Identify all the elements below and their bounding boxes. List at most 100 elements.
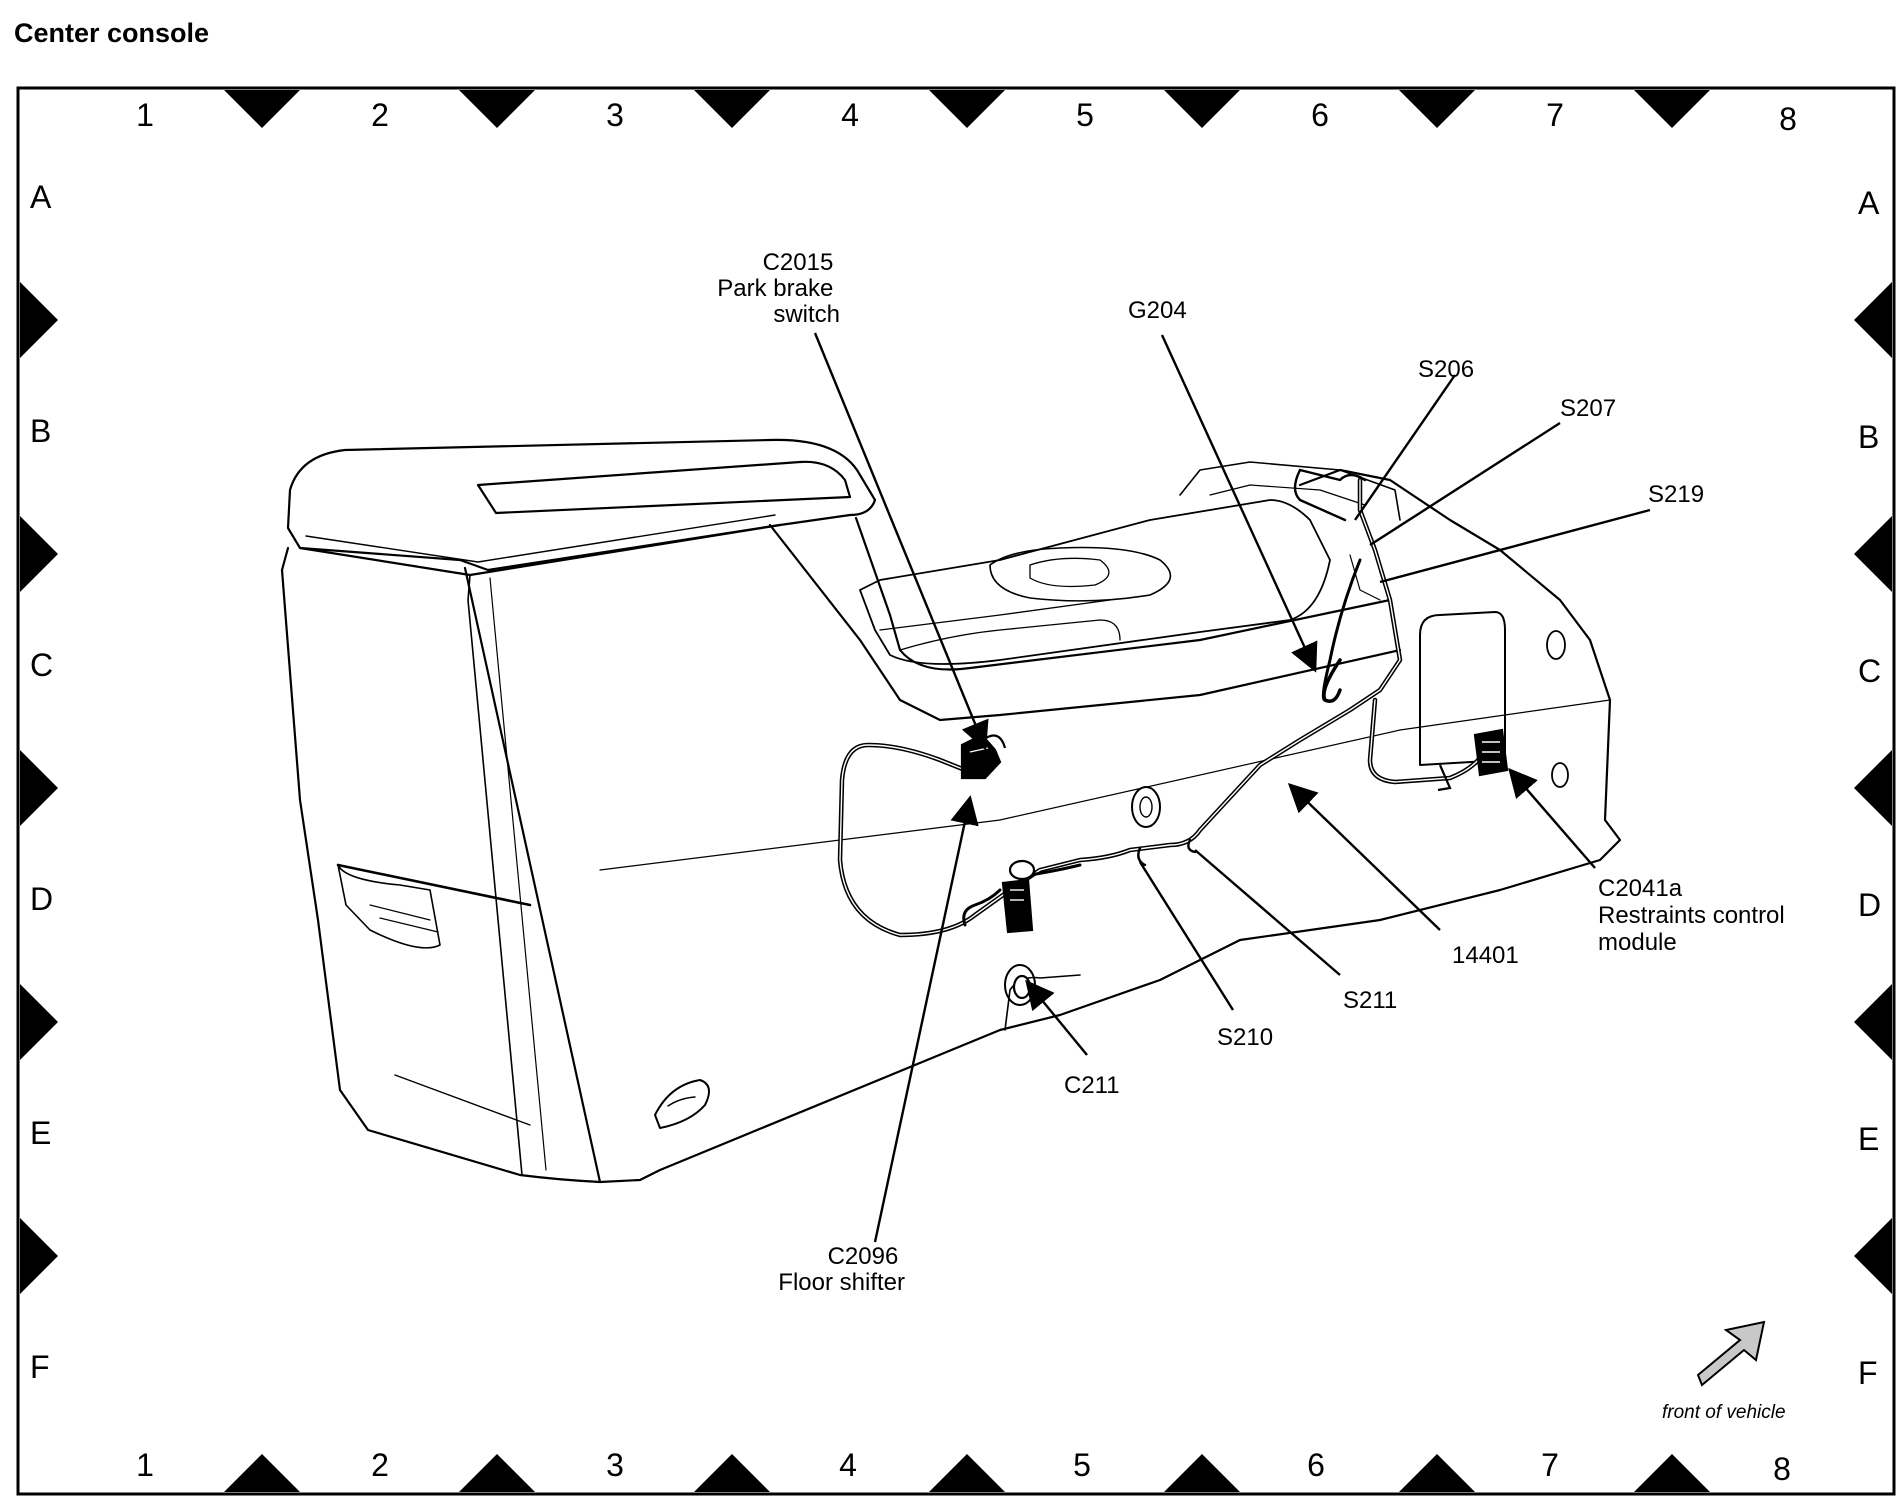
label-s207: S207 — [1560, 395, 1616, 422]
ground-eyelet — [1322, 658, 1342, 703]
grid-marker — [1854, 750, 1892, 826]
grid-marker — [1634, 90, 1710, 128]
rear-vent — [337, 864, 441, 949]
leader-lines — [813, 332, 1651, 1243]
grid-marker — [224, 1454, 300, 1492]
harness-main — [837, 477, 1403, 938]
grid-columns-bottom: 1 2 3 4 5 6 7 8 — [136, 1447, 1791, 1487]
row-label: E — [30, 1115, 51, 1151]
col-label: 3 — [606, 1447, 624, 1483]
row-label: C — [1858, 653, 1881, 689]
col-label: 5 — [1073, 1447, 1091, 1483]
col-label: 3 — [606, 97, 624, 133]
col-label: 8 — [1773, 1451, 1791, 1487]
grid-markers — [20, 90, 1892, 1492]
label-s206: S206 — [1418, 356, 1474, 383]
leader-c2096 — [873, 795, 979, 1243]
grid-marker — [1164, 90, 1240, 128]
grid-marker — [1399, 1454, 1475, 1492]
grid-marker — [1164, 1454, 1240, 1492]
label-14401: 14401 — [1452, 942, 1519, 969]
leader-c211 — [1025, 979, 1088, 1056]
front-of-vehicle-label: front of vehicle — [1662, 1402, 1786, 1423]
row-label: D — [1858, 887, 1881, 923]
label-c2096: C2096 Floor shifter — [778, 1243, 905, 1296]
row-label: E — [1858, 1121, 1879, 1157]
armrest-lid — [286, 438, 877, 572]
label-line: C2015 — [763, 249, 834, 276]
label-c211: C211 — [1064, 1072, 1120, 1099]
grid-marker — [1854, 282, 1892, 358]
row-label: F — [30, 1349, 50, 1385]
connector-c2041a — [1437, 728, 1509, 792]
row-label: A — [1858, 185, 1880, 221]
row-label: A — [30, 179, 52, 215]
label-c2015: C2015 Park brake switch — [717, 249, 840, 328]
harness-to-shifter — [962, 888, 1002, 927]
col-label: 1 — [136, 97, 154, 133]
label-s219: S219 — [1648, 481, 1704, 508]
label-c2041a: C2041a Restraints control module — [1598, 875, 1791, 956]
grid-marker — [1399, 90, 1475, 128]
grid-marker — [929, 1454, 1005, 1492]
grid-marker — [694, 1454, 770, 1492]
front-slot — [654, 1079, 710, 1129]
label-line: Park brake — [717, 275, 833, 302]
armrest-lid-inner — [476, 460, 852, 515]
label-line: switch — [773, 301, 840, 328]
grid-rows-right: A B C D E F — [1858, 185, 1881, 1391]
grid-marker — [694, 90, 770, 128]
label-s211: S211 — [1343, 987, 1397, 1014]
row-label: F — [1858, 1355, 1878, 1391]
row-label: B — [30, 413, 51, 449]
leader-14401 — [1287, 782, 1441, 931]
grid-marker — [1634, 1454, 1710, 1492]
grid-marker — [20, 984, 58, 1060]
connector-c211 — [1012, 974, 1032, 1000]
grid-marker — [20, 282, 58, 358]
col-label: 4 — [841, 97, 859, 133]
connectors — [960, 728, 1509, 1000]
leader-s211 — [1194, 849, 1341, 976]
callout-labels: C2015 Park brake switch G204 S206 S207 S… — [717, 249, 1791, 1296]
col-label: 6 — [1307, 1447, 1325, 1483]
label-line: module — [1598, 929, 1677, 956]
grid-marker — [20, 1218, 58, 1294]
grid-columns-top: 1 2 3 4 5 6 7 8 — [136, 97, 1797, 137]
label-line: Restraints control — [1598, 902, 1785, 929]
harness-branch-rcm — [1367, 697, 1483, 785]
row-label: C — [30, 647, 53, 683]
harness-upper-lead — [1293, 468, 1367, 522]
label-s210: S210 — [1217, 1024, 1273, 1051]
label-g204: G204 — [1128, 297, 1187, 324]
page-title: Center console — [14, 18, 210, 48]
col-label: 7 — [1546, 97, 1564, 133]
console-rear-panel — [280, 546, 602, 1184]
mounting-hole — [1131, 786, 1161, 828]
leader-s206 — [1354, 374, 1456, 521]
grid-rows-left: A B C D E F — [30, 179, 53, 1385]
grid-marker — [459, 1454, 535, 1492]
col-label: 7 — [1541, 1447, 1559, 1483]
front-of-vehicle-indicator: front of vehicle — [1662, 1320, 1786, 1423]
diagram-frame — [16, 86, 1896, 1496]
grid-marker — [929, 90, 1005, 128]
col-label: 4 — [839, 1447, 857, 1483]
col-label: 8 — [1779, 101, 1797, 137]
leader-s219 — [1379, 508, 1651, 584]
mounting-hole — [1551, 762, 1569, 788]
grid-marker — [20, 750, 58, 826]
leader-s210 — [1138, 861, 1235, 1011]
grid-marker — [459, 90, 535, 128]
col-label: 2 — [371, 97, 389, 133]
mounting-hole — [1546, 630, 1566, 660]
cupholder-area — [859, 499, 1331, 665]
wiring-harness — [837, 468, 1483, 938]
grid-marker — [20, 516, 58, 592]
center-console-illustration — [280, 438, 1622, 1184]
label-line: Floor shifter — [778, 1269, 905, 1296]
col-label: 5 — [1076, 97, 1094, 133]
label-line: C2041a — [1598, 875, 1683, 902]
connector-c2096 — [1001, 859, 1036, 934]
